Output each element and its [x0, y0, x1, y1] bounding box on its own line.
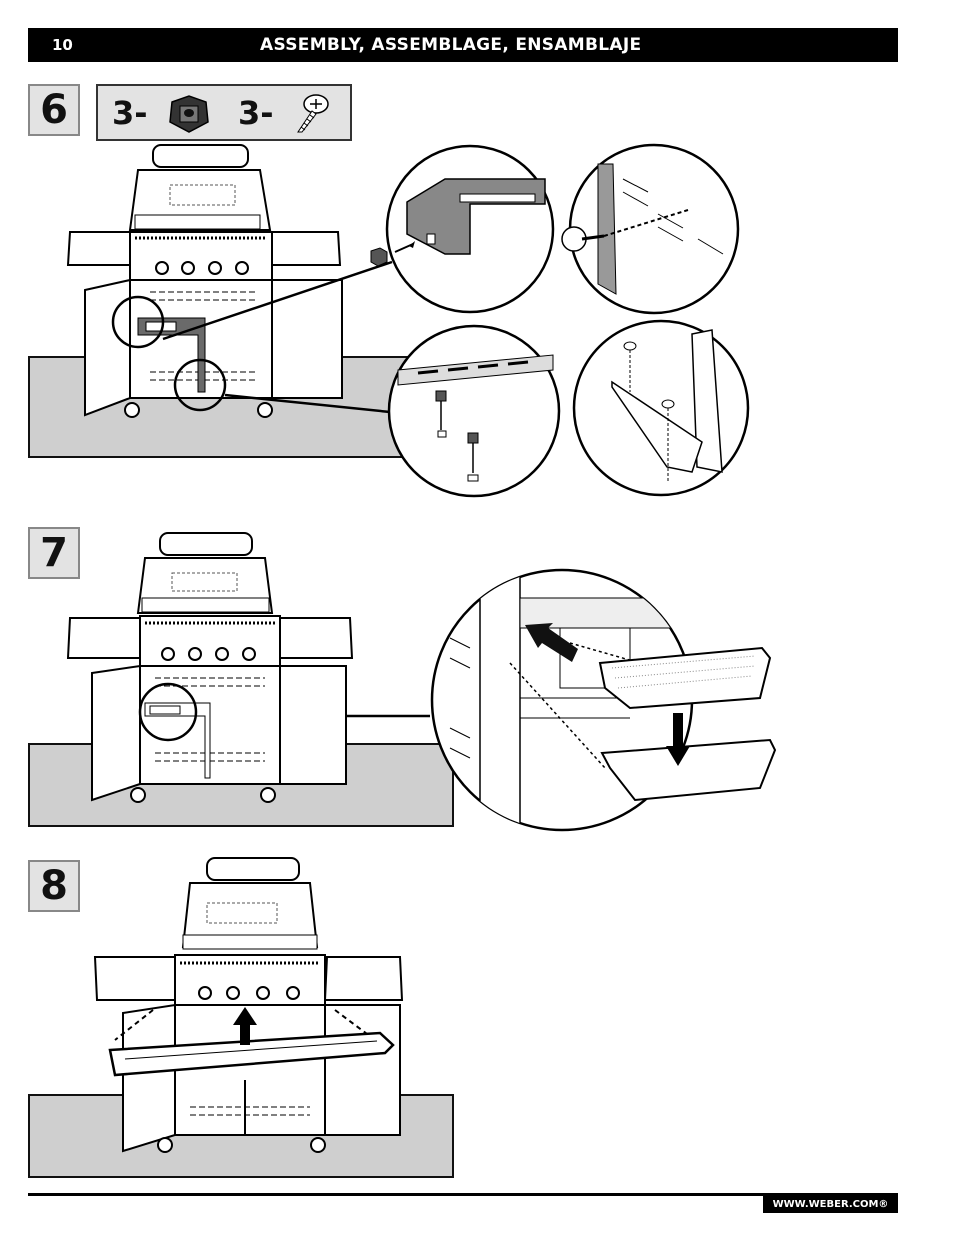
website-url[interactable]: WWW.WEBER.COM® — [763, 1196, 898, 1213]
clip-nut-part — [370, 247, 388, 267]
step-7-detail-drip-tray — [430, 568, 777, 832]
header-bar: 10 ASSEMBLY, ASSEMBLAGE, ENSAMBLAJE — [28, 28, 898, 62]
step-6-number: 6 — [28, 84, 80, 136]
screw-icon — [297, 94, 329, 133]
screw-quantity: 3- — [238, 94, 274, 132]
step-6-detail-bracket-clip — [385, 144, 555, 314]
step-6-grill-illustration — [66, 144, 343, 418]
footer-rule — [28, 1193, 898, 1196]
step-6-detail-bottom-screws — [572, 319, 750, 497]
step-8-number: 8 — [28, 860, 80, 912]
page-number: 10 — [52, 36, 73, 54]
parts-box: 3- 3- — [96, 84, 352, 141]
step-8-grill-illustration — [93, 857, 404, 1153]
page-title: ASSEMBLY, ASSEMBLAGE, ENSAMBLAJE — [260, 35, 642, 55]
step-6-detail-cabinet-clips — [387, 324, 561, 498]
clip-nut-icon — [169, 95, 209, 133]
step-7-number: 7 — [28, 527, 80, 579]
clip-nut-quantity: 3- — [112, 94, 148, 132]
step-6-detail-screw-panel — [561, 143, 740, 315]
step-7-grill-illustration — [66, 532, 354, 803]
